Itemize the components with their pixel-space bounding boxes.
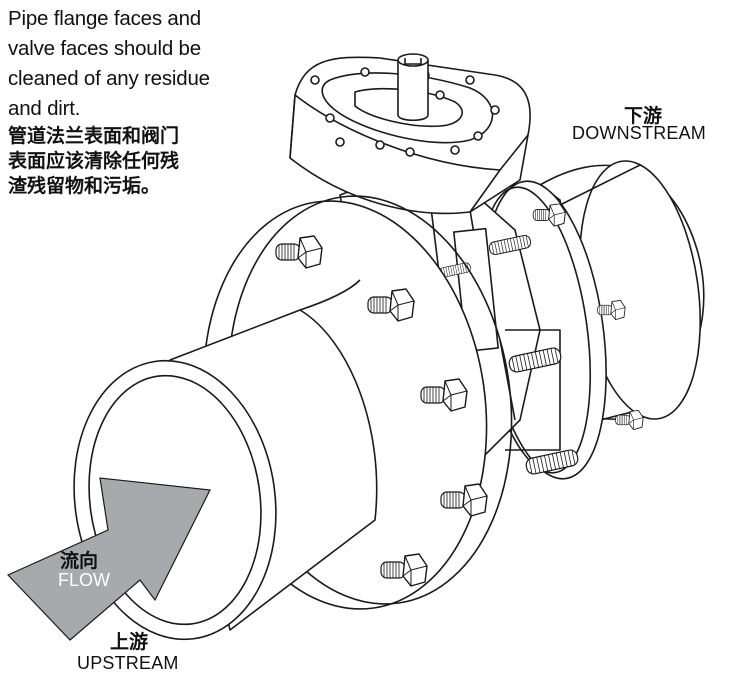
downstream-pipe: [539, 160, 705, 421]
downstream-label-chinese: 下游: [624, 105, 663, 127]
note-en-line: Pipe flange faces and: [8, 7, 201, 30]
upstream-label-chinese: 上游: [110, 631, 149, 653]
cleaning-note-english: Pipe flange faces and valve faces should…: [8, 4, 240, 124]
upstream-label: UPSTREAM: [77, 653, 179, 673]
valve-stem: [397, 53, 429, 122]
note-en-line: cleaned of any residue: [8, 67, 210, 90]
valve-assembly: [73, 53, 705, 641]
actuator-mounting-pad: [289, 56, 531, 215]
flow-label-chinese: 流向: [60, 550, 99, 572]
flow-label: FLOW: [58, 570, 110, 590]
flow-arrow: [6, 477, 211, 641]
downstream-label: DOWNSTREAM: [572, 123, 706, 143]
note-en-line: valve faces should be: [8, 37, 201, 60]
note-zh-line: 渣残留物和污垢。: [8, 175, 161, 197]
note-zh-line: 管道法兰表面和阀门: [8, 125, 180, 147]
cleaning-note-chinese: 管道法兰表面和阀门 表面应该清除任何残 渣残留物和污垢。: [8, 124, 238, 199]
note-en-line: and dirt.: [8, 97, 81, 120]
note-zh-line: 表面应该清除任何残: [8, 150, 180, 172]
